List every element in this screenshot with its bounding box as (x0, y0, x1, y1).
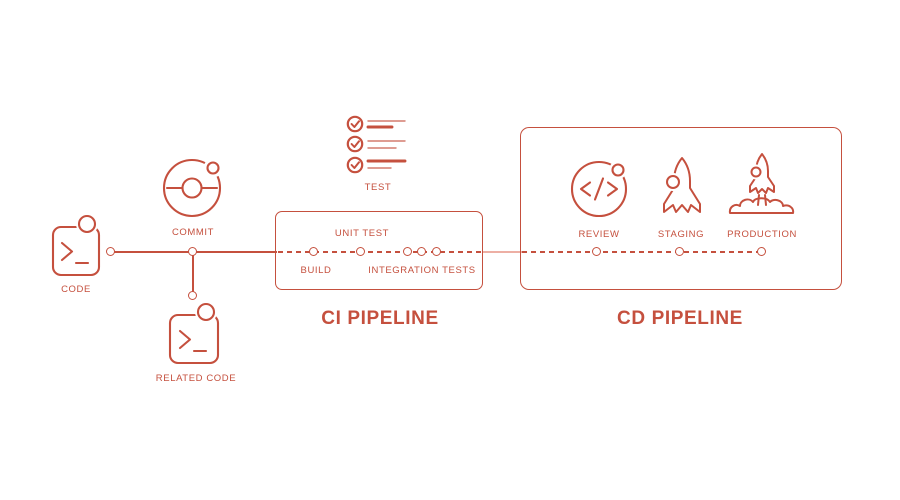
production-launch-icon (728, 153, 795, 214)
cd-stage-line (522, 251, 763, 253)
commit-label: COMMIT (171, 227, 215, 238)
node-production (756, 246, 766, 256)
code-terminal-icon (51, 213, 101, 277)
commit-icon (162, 158, 223, 218)
node-related-branch (187, 290, 197, 300)
related-code-label: RELATED CODE (155, 373, 237, 384)
node-integration-test-3 (431, 246, 441, 256)
build-label: BUILD (300, 265, 332, 276)
review-code-icon (570, 160, 628, 218)
unit-test-label: UNIT TEST (334, 228, 390, 239)
staging-rocket-icon (663, 157, 701, 213)
integration-tests-label: INTEGRATION TESTS (368, 265, 476, 276)
code-label: CODE (61, 284, 91, 295)
node-staging (674, 246, 684, 256)
ci-pipeline-title: CI PIPELINE (321, 308, 439, 329)
test-label: TEST (364, 182, 392, 193)
review-label: REVIEW (578, 229, 620, 240)
node-unit-test (355, 246, 365, 256)
node-commit-junction (187, 246, 197, 256)
production-label: PRODUCTION (727, 229, 797, 240)
staging-label: STAGING (657, 229, 705, 240)
test-checklist-icon (346, 115, 407, 174)
ci-pipeline-box (275, 211, 483, 290)
node-integration-test-1 (402, 246, 412, 256)
ci-stage-line (278, 251, 481, 253)
node-code (105, 246, 115, 256)
related-code-terminal-icon (168, 301, 220, 365)
node-review (591, 246, 601, 256)
flow-line-ci-to-cd (482, 251, 522, 253)
node-build (308, 246, 318, 256)
flow-line-commit-branch (192, 253, 194, 293)
node-integration-test-2 (417, 246, 427, 256)
cd-pipeline-box (520, 127, 842, 290)
cd-pipeline-title: CD PIPELINE (617, 308, 743, 329)
